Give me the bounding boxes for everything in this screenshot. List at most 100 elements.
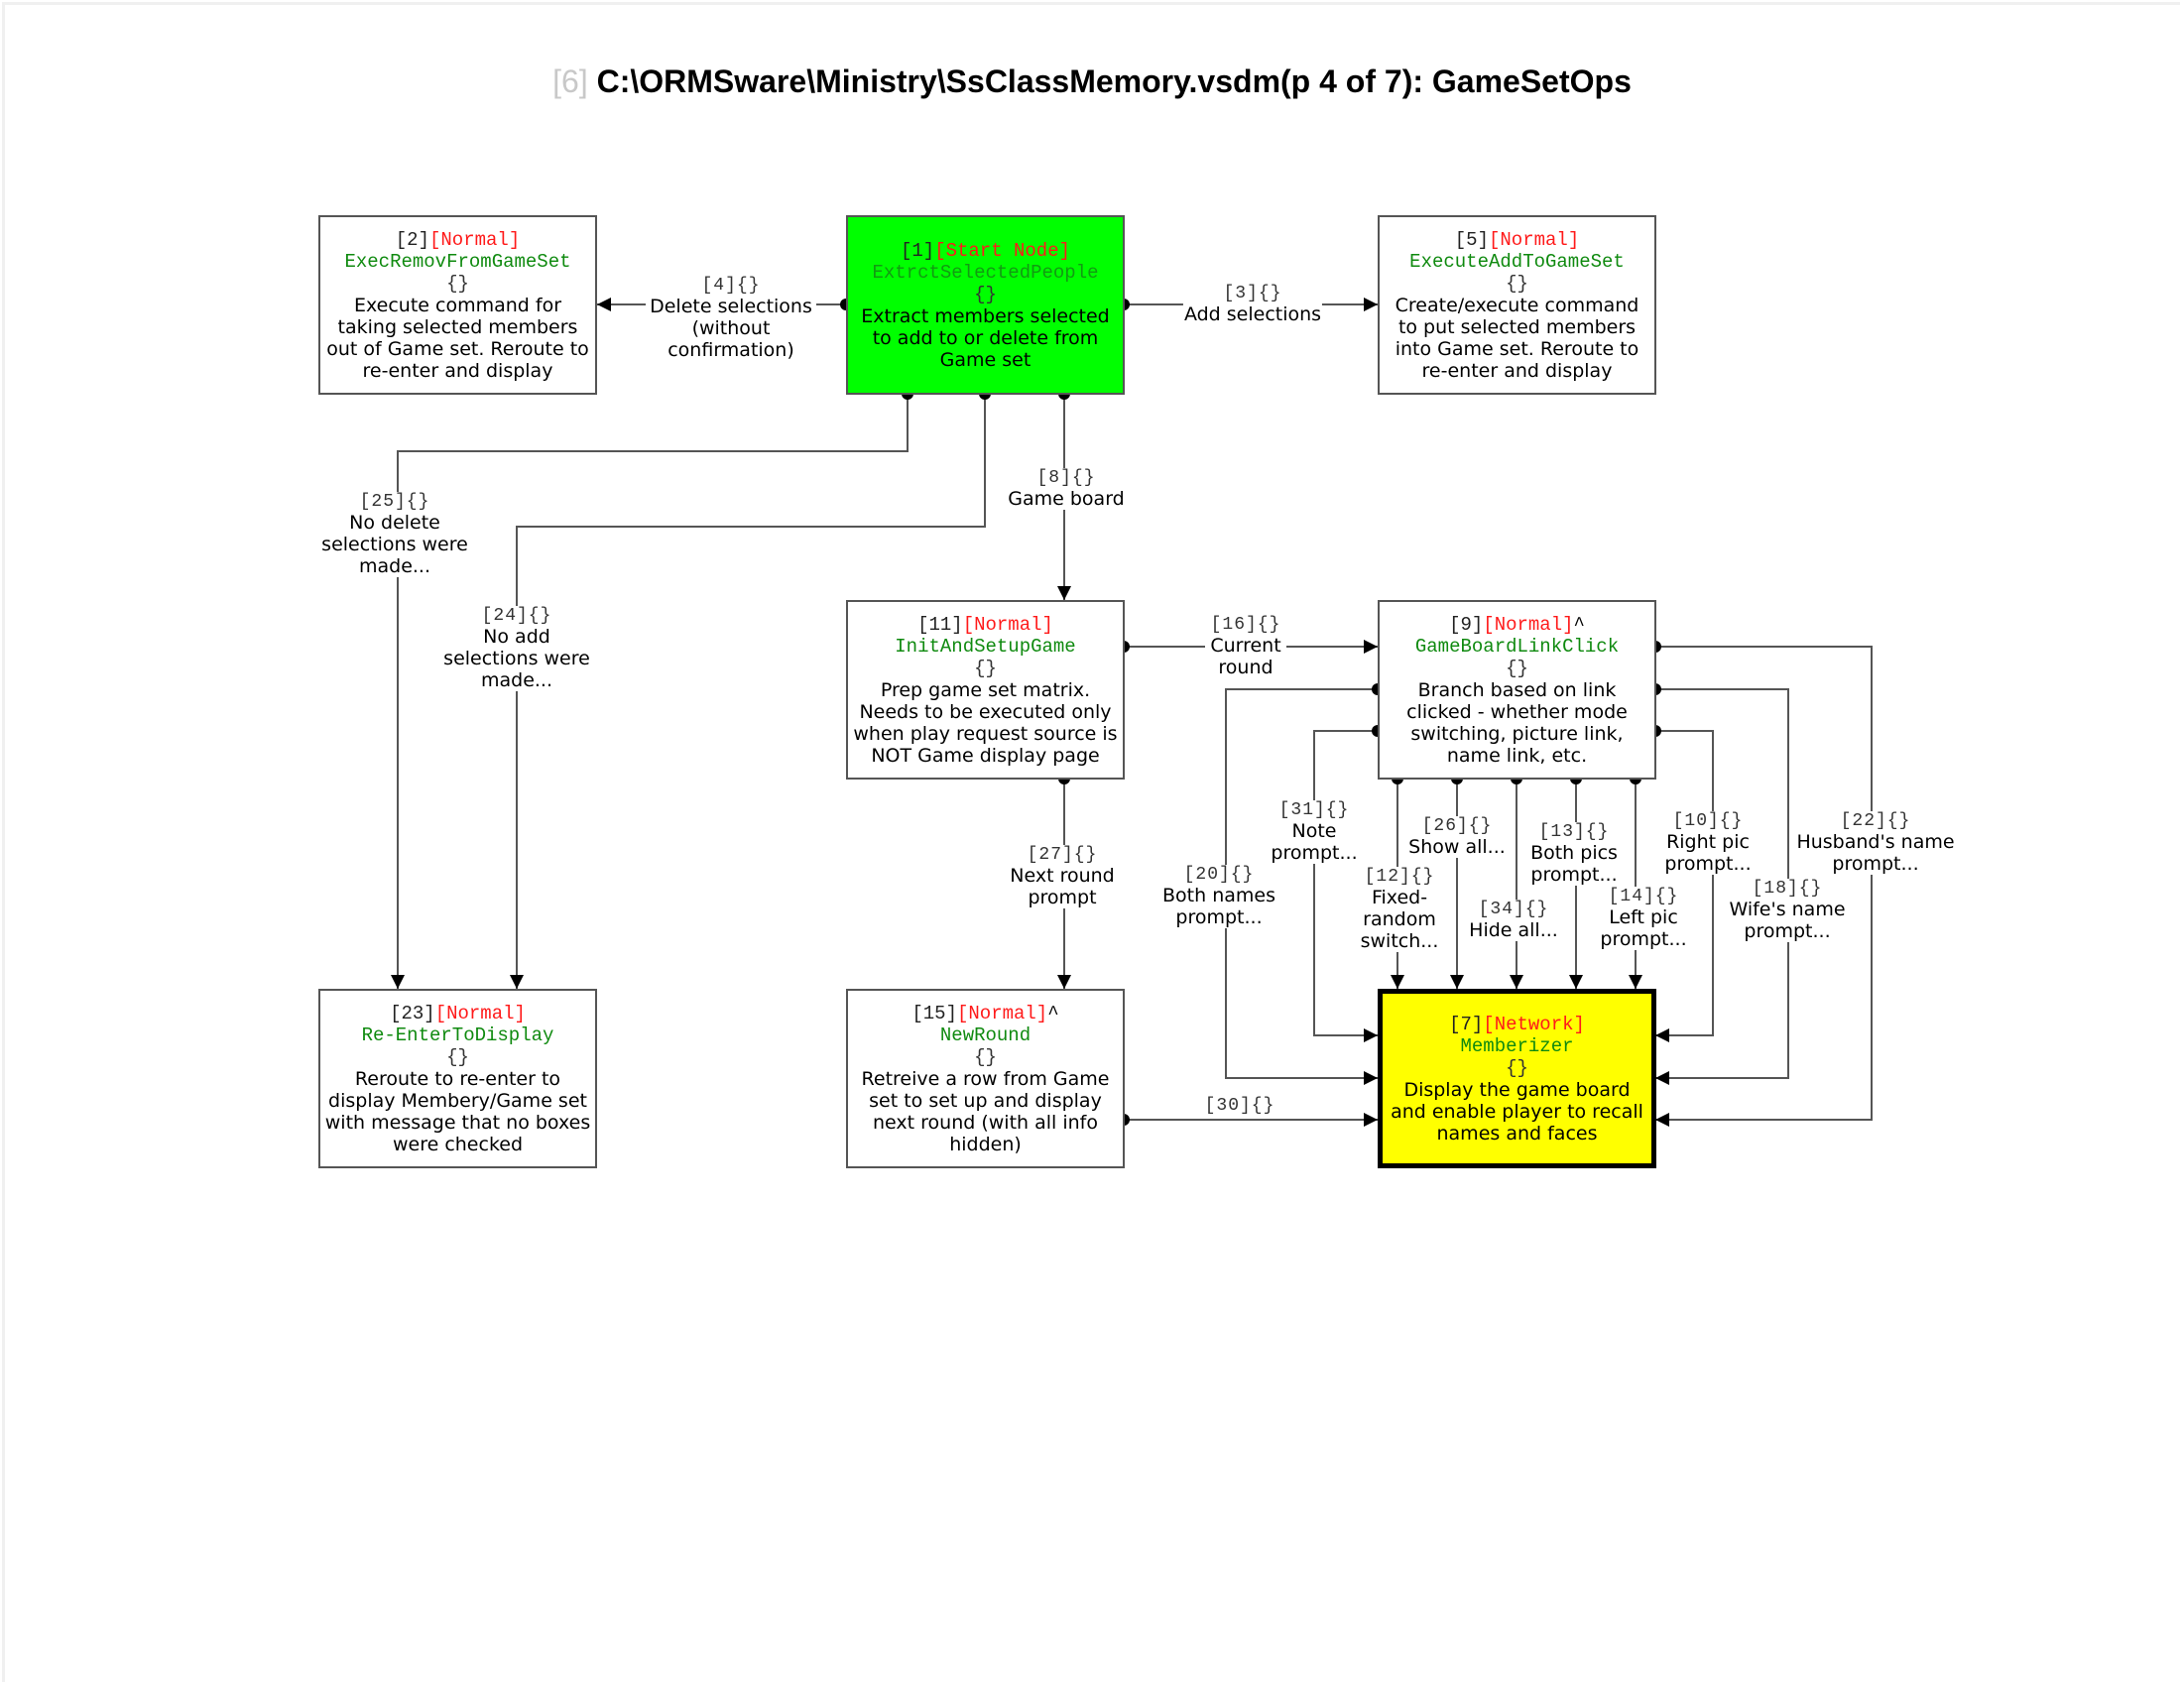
- edge-text: Both pics prompt...: [1530, 842, 1618, 886]
- node-type: [Normal]: [1483, 613, 1574, 636]
- node-description: Branch based on link clicked - whether m…: [1406, 678, 1628, 767]
- node-suffix: ^: [1047, 1002, 1059, 1024]
- edge-id: [16]{}: [1210, 615, 1281, 635]
- node-game-board-link-click[interactable]: [9][Normal]^ GameBoardLinkClick {} Branc…: [1378, 600, 1656, 780]
- edge-text: Current round: [1210, 635, 1281, 678]
- page-number: [6]: [552, 63, 588, 99]
- edge-id: [25]{}: [359, 492, 430, 512]
- node-function-name: Memberizer: [1460, 1034, 1574, 1057]
- node-description: Create/execute command to put selected m…: [1395, 294, 1639, 382]
- node-type: [Normal]: [962, 613, 1053, 636]
- edge-label-34[interactable]: [34]{} Hide all...: [1468, 900, 1559, 941]
- edge-text: Add selections: [1183, 303, 1322, 325]
- edge-label-14[interactable]: [14]{} Left pic prompt...: [1593, 887, 1694, 950]
- edge-text: Right pic prompt...: [1664, 831, 1752, 875]
- diagram-path-title: C:\ORMSware\Ministry\SsClassMemory.vsdm(…: [596, 63, 1632, 99]
- edge-label-30[interactable]: [30]{}: [1203, 1096, 1276, 1116]
- node-description: Reroute to re-enter to display Membery/G…: [324, 1067, 591, 1155]
- node-type: [Normal]: [429, 228, 521, 251]
- edge-text: Left pic prompt...: [1600, 906, 1687, 950]
- edge-label-31[interactable]: [31]{} Note prompt...: [1264, 800, 1365, 864]
- edge-text: Note prompt...: [1271, 820, 1358, 864]
- node-suffix: ^: [1573, 613, 1585, 636]
- node-id: [15]: [911, 1002, 957, 1024]
- edge-id: [8]{}: [1036, 468, 1096, 488]
- edge-22-line[interactable]: [1655, 646, 1873, 1127]
- node-params: {}: [974, 1045, 997, 1068]
- node-params: {}: [446, 272, 469, 295]
- edge-text: No add selections were made...: [443, 626, 590, 691]
- edge-text: Both names prompt...: [1162, 885, 1275, 928]
- node-init-and-setup-game[interactable]: [11][Normal] InitAndSetupGame {} Prep ga…: [846, 600, 1125, 780]
- edge-id: [13]{}: [1538, 822, 1610, 842]
- edge-25-line[interactable]: [391, 394, 909, 989]
- node-execute-add-to-game-set[interactable]: [5][Normal] ExecuteAddToGameSet {} Creat…: [1378, 215, 1656, 395]
- edge-label-22[interactable]: [22]{} Husband's name prompt...: [1795, 811, 1956, 875]
- edge-id: [27]{}: [1027, 845, 1098, 865]
- node-type: [Network]: [1483, 1013, 1585, 1035]
- edge-id: [31]{}: [1278, 800, 1350, 820]
- edge-id: [22]{}: [1840, 811, 1911, 831]
- edge-text: Game board: [1008, 488, 1125, 510]
- node-type: [Normal]: [956, 1002, 1048, 1024]
- node-type: [Normal]: [434, 1002, 526, 1024]
- edge-label-26[interactable]: [26]{} Show all...: [1407, 816, 1507, 858]
- edge-label-12[interactable]: [12]{} Fixed-random switch...: [1359, 867, 1440, 952]
- edge-text: Wife's name prompt...: [1729, 899, 1846, 942]
- edge-label-4[interactable]: [4]{} Delete selections (without confirm…: [646, 276, 816, 361]
- edge-text: Next round prompt: [1010, 865, 1115, 908]
- node-function-name: ExtrctSelectedPeople: [872, 261, 1099, 284]
- node-id: [23]: [390, 1002, 435, 1024]
- edge-31-line[interactable]: [1313, 730, 1378, 1042]
- node-function-name: ExecuteAddToGameSet: [1409, 250, 1625, 273]
- node-function-name: Re-EnterToDisplay: [361, 1024, 554, 1046]
- node-re-enter-to-display[interactable]: [23][Normal] Re-EnterToDisplay {} Rerout…: [318, 989, 597, 1168]
- edge-id: [30]{}: [1204, 1096, 1275, 1116]
- edge-label-16[interactable]: [16]{} Current round: [1205, 615, 1286, 678]
- edge-id: [10]{}: [1672, 811, 1744, 831]
- edge-id: [12]{}: [1364, 867, 1435, 887]
- edge-id: [3]{}: [1223, 284, 1282, 303]
- edge-text: Hide all...: [1469, 919, 1558, 941]
- edge-id: [4]{}: [701, 276, 761, 296]
- node-function-name: InitAndSetupGame: [895, 635, 1076, 658]
- node-exec-remov-from-game-set[interactable]: [2][Normal] ExecRemovFromGameSet {} Exec…: [318, 215, 597, 395]
- node-type: [Normal]: [1489, 228, 1580, 251]
- node-memberizer[interactable]: [7][Network] Memberizer {} Display the g…: [1378, 989, 1656, 1168]
- edge-label-13[interactable]: [13]{} Both pics prompt...: [1523, 822, 1625, 886]
- node-function-name: GameBoardLinkClick: [1414, 635, 1620, 658]
- edge-id: [24]{}: [481, 606, 552, 626]
- node-id: [1]: [900, 239, 935, 262]
- node-function-name: NewRound: [939, 1024, 1031, 1046]
- node-params: {}: [1506, 657, 1528, 679]
- edge-label-27[interactable]: [27]{} Next round prompt: [1002, 845, 1123, 908]
- edge-24-line[interactable]: [510, 394, 986, 989]
- node-params: {}: [1506, 1056, 1528, 1079]
- edge-label-24[interactable]: [24]{} No add selections were made...: [436, 606, 597, 691]
- edge-text: Delete selections (without confirmation): [650, 296, 812, 361]
- node-function-name: ExecRemovFromGameSet: [344, 250, 571, 273]
- node-description: Extract members selected to add to or de…: [861, 304, 1110, 371]
- node-id: [5]: [1454, 228, 1489, 251]
- edge-text: Show all...: [1408, 836, 1506, 858]
- edge-text: Husband's name prompt...: [1796, 831, 1955, 875]
- edge-label-18[interactable]: [18]{} Wife's name prompt...: [1722, 879, 1853, 942]
- node-params: {}: [974, 657, 997, 679]
- node-type: [Start Node]: [934, 239, 1071, 262]
- node-id: [7]: [1449, 1013, 1484, 1035]
- edge-label-25[interactable]: [25]{} No delete selections were made...: [314, 492, 475, 577]
- edge-label-3[interactable]: [3]{} Add selections: [1182, 284, 1323, 325]
- node-new-round[interactable]: [15][Normal]^ NewRound {} Retreive a row…: [846, 989, 1125, 1168]
- node-params: {}: [446, 1045, 469, 1068]
- edge-10-line[interactable]: [1655, 730, 1714, 1042]
- edge-label-10[interactable]: [10]{} Right pic prompt...: [1657, 811, 1759, 875]
- edge-label-20[interactable]: [20]{} Both names prompt...: [1153, 865, 1284, 928]
- edge-text: Fixed-random switch...: [1360, 887, 1439, 952]
- edge-label-8[interactable]: [8]{} Game board: [1007, 468, 1126, 510]
- node-params: {}: [1506, 272, 1528, 295]
- edge-id: [18]{}: [1752, 879, 1823, 899]
- node-extrct-selected-people[interactable]: [1][Start Node] ExtrctSelectedPeople {} …: [846, 215, 1125, 395]
- node-description: Execute command for taking selected memb…: [326, 294, 589, 382]
- node-params: {}: [974, 283, 997, 305]
- node-description: Display the game board and enable player…: [1391, 1078, 1643, 1144]
